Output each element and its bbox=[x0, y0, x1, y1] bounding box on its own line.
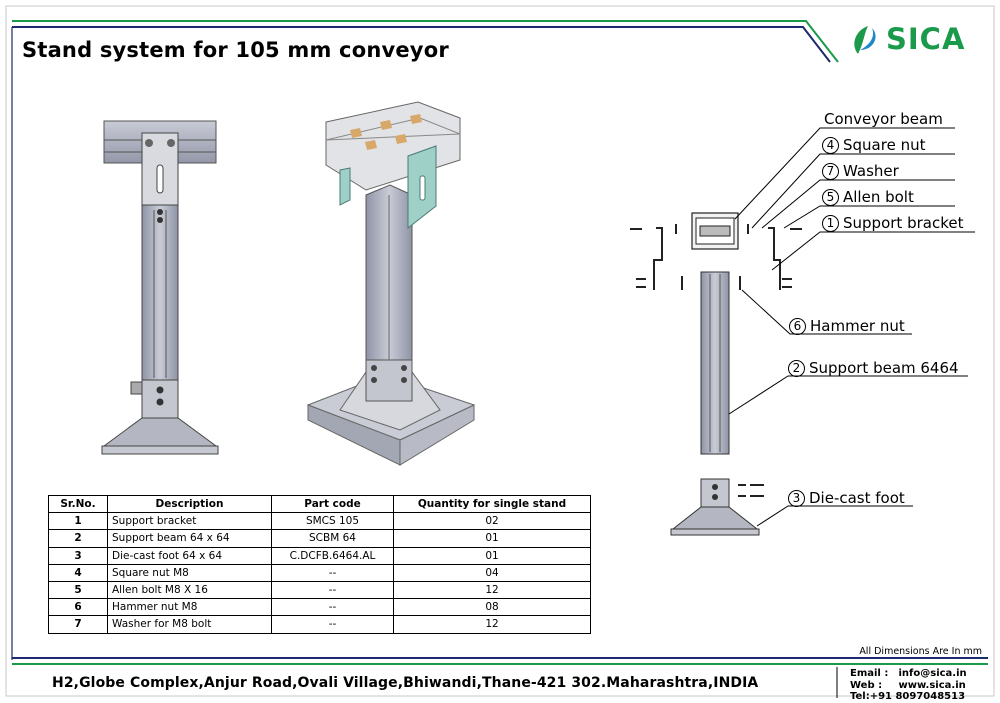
sica-leaf-icon bbox=[854, 26, 876, 54]
table-row: 5 Allen bolt M8 X 16 -- 12 bbox=[48, 580, 591, 600]
cell-part-code: -- bbox=[271, 563, 394, 582]
col-part-code: Part code bbox=[271, 494, 394, 514]
col-quantity: Quantity for single stand bbox=[393, 494, 591, 514]
callout-label: Allen bolt bbox=[843, 188, 914, 206]
cell-sr-no: 7 bbox=[48, 615, 108, 634]
cell-sr-no: 2 bbox=[48, 529, 108, 548]
table-header-row: Sr.No. Description Part code Quantity fo… bbox=[48, 494, 591, 514]
callout-number: 7 bbox=[822, 163, 839, 180]
sica-logo: SICA bbox=[846, 20, 976, 60]
dimensions-note: All Dimensions Are In mm bbox=[859, 646, 982, 657]
cell-part-code: -- bbox=[271, 580, 394, 600]
table-row: 2 Support beam 64 x 64 SCBM 64 01 bbox=[48, 529, 591, 548]
cell-description: Support bracket bbox=[107, 512, 272, 531]
header-line-navy bbox=[12, 26, 831, 63]
cell-sr-no: 3 bbox=[48, 546, 108, 565]
callout-number: 2 bbox=[788, 360, 805, 377]
email-line: Email : info@sica.in bbox=[850, 668, 967, 680]
web-label: Web : bbox=[850, 679, 883, 691]
callout-label: Hammer nut bbox=[810, 317, 905, 335]
callout-label: Support bracket bbox=[843, 214, 964, 232]
cell-quantity: 04 bbox=[393, 563, 591, 582]
cell-quantity: 01 bbox=[393, 529, 591, 548]
leader-lines bbox=[728, 127, 975, 527]
cell-part-code: C.DCFB.6464.AL bbox=[271, 546, 394, 565]
email-link[interactable]: info@sica.in bbox=[898, 668, 967, 679]
exploded-view bbox=[630, 212, 802, 536]
web-line: Web : www.sica.in bbox=[850, 680, 967, 692]
cell-description: Hammer nut M8 bbox=[107, 598, 272, 617]
outer-border bbox=[5, 5, 995, 697]
callout-label: Die-cast foot bbox=[809, 489, 905, 507]
page-title: Stand system for 105 mm conveyor bbox=[22, 38, 449, 62]
brand-name: SICA bbox=[886, 22, 966, 56]
cell-quantity: 02 bbox=[393, 512, 591, 531]
bill-of-materials-table: Sr.No. Description Part code Quantity fo… bbox=[48, 494, 591, 634]
header-line-green bbox=[12, 20, 839, 63]
callout-number: 6 bbox=[789, 318, 806, 335]
callout-number: 5 bbox=[822, 189, 839, 206]
cell-quantity: 12 bbox=[393, 615, 591, 634]
cell-sr-no: 1 bbox=[48, 512, 108, 531]
cell-sr-no: 4 bbox=[48, 563, 108, 582]
tel-line: Tel:+91 8097048513 bbox=[850, 691, 966, 702]
table-row: 3 Die-cast foot 64 x 64 C.DCFB.6464.AL 0… bbox=[48, 546, 591, 565]
isometric-stand bbox=[306, 101, 476, 466]
callout-number: 3 bbox=[788, 490, 805, 507]
callout-number: 4 bbox=[822, 137, 839, 154]
company-address: H2,Globe Complex,Anjur Road,Ovali Villag… bbox=[52, 675, 759, 691]
table-row: 7 Washer for M8 bolt -- 12 bbox=[48, 615, 591, 634]
table-row: 4 Square nut M8 -- 04 bbox=[48, 563, 591, 582]
callout-conveyor-beam: Conveyor beam bbox=[824, 110, 943, 128]
col-description: Description bbox=[107, 494, 272, 514]
cell-description: Square nut M8 bbox=[107, 563, 272, 582]
cell-part-code: -- bbox=[271, 615, 394, 634]
cell-quantity: 01 bbox=[393, 546, 591, 565]
cell-part-code: SCBM 64 bbox=[271, 529, 394, 548]
cell-sr-no: 5 bbox=[48, 580, 108, 600]
cell-part-code: -- bbox=[271, 598, 394, 617]
contact-block: Email : info@sica.in Web : www.sica.in T… bbox=[850, 668, 967, 703]
cell-quantity: 08 bbox=[393, 598, 591, 617]
cell-description: Washer for M8 bolt bbox=[107, 615, 272, 634]
email-label: Email : bbox=[850, 668, 889, 679]
cell-description: Allen bolt M8 X 16 bbox=[107, 580, 272, 600]
callout-label: Support beam 6464 bbox=[809, 359, 959, 377]
cell-part-code: SMCS 105 bbox=[271, 512, 394, 531]
table-row: 6 Hammer nut M8 -- 08 bbox=[48, 598, 591, 617]
table-row: 1 Support bracket SMCS 105 02 bbox=[48, 512, 591, 531]
front-view-stand bbox=[101, 120, 219, 455]
callout-number: 1 bbox=[822, 215, 839, 232]
cell-description: Support beam 64 x 64 bbox=[107, 529, 272, 548]
web-link[interactable]: www.sica.in bbox=[898, 679, 966, 691]
cell-quantity: 12 bbox=[393, 580, 591, 600]
callout-label: Conveyor beam bbox=[824, 110, 943, 128]
col-sr-no: Sr.No. bbox=[48, 494, 108, 514]
callout-label: Square nut bbox=[843, 136, 926, 154]
cell-description: Die-cast foot 64 x 64 bbox=[107, 546, 272, 565]
cell-sr-no: 6 bbox=[48, 598, 108, 617]
callout-label: Washer bbox=[843, 162, 899, 180]
